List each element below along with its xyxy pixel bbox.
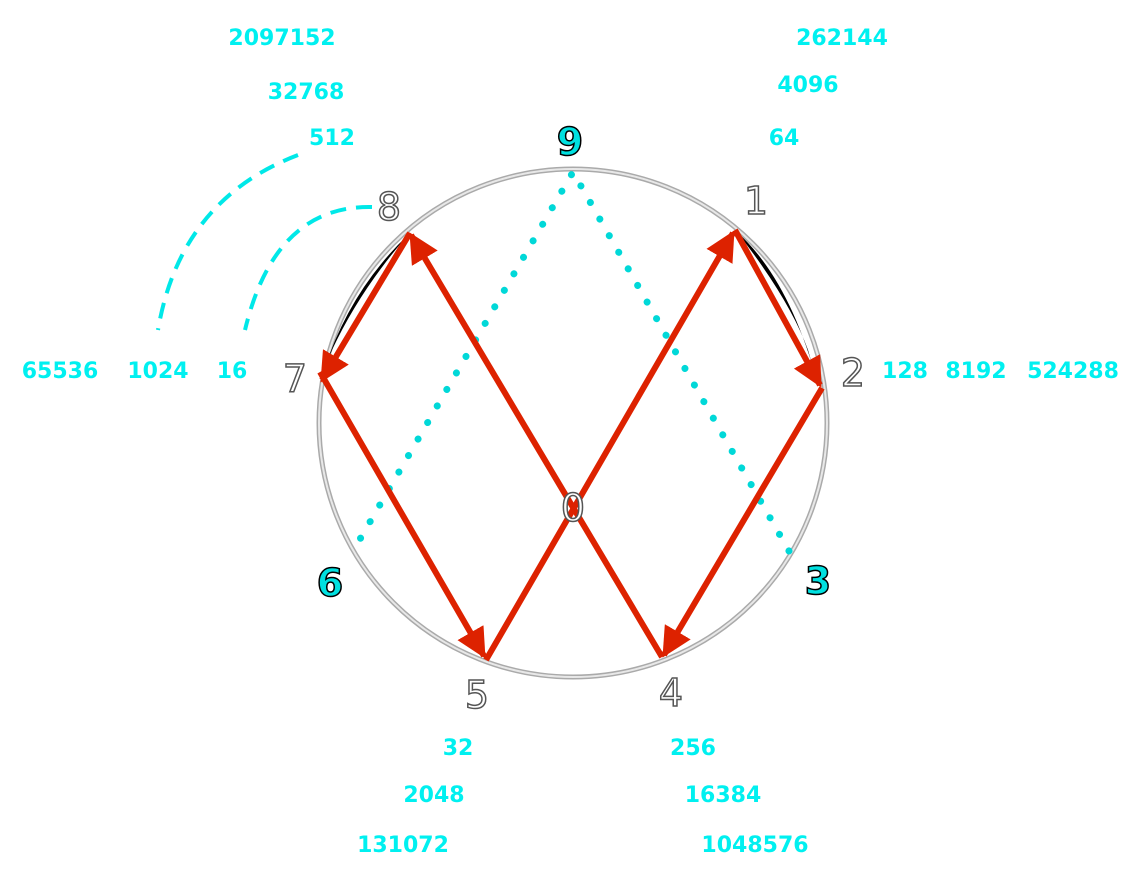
node-label-3: 3 [805,559,831,603]
node-label-1: 1 [744,179,768,223]
arrow-5-to-1 [483,230,736,662]
power-label: 64 [769,126,800,151]
node-label-8: 8 [377,185,401,229]
power-label: 32 [443,736,474,761]
dashed-arc-512-1024 [156,153,299,331]
power-label: 131072 [357,833,449,858]
node-label-2: 2 [841,351,865,395]
power-label: 2048 [403,783,464,808]
power-label: 512 [309,126,355,151]
power-label: 2097152 [228,26,335,51]
power-label: 1048576 [701,833,808,858]
power-label: 65536 [22,359,99,384]
power-label: 4096 [777,73,838,98]
power-label: 128 [882,359,928,384]
node-label-0: 0 [561,486,585,530]
node-label-7: 7 [283,357,307,401]
arrow-7-to-5 [317,370,487,659]
dashed-arc-8-16 [243,204,373,331]
dotted-path-3-9-6 [352,164,793,555]
arrow-2-to-4 [661,386,825,658]
power-label: 1024 [127,359,188,384]
main-circle [316,166,830,680]
power-label: 8192 [945,359,1006,384]
node-label-9: 9 [557,120,583,164]
node-label-6: 6 [317,561,343,605]
node-label-5: 5 [465,673,489,717]
power-label: 32768 [268,80,345,105]
arrow-8-to-7 [319,231,413,383]
power-label: 262144 [796,26,888,51]
power-label: 16 [217,359,248,384]
power-label: 256 [670,736,716,761]
arrow-4-to-8 [408,232,665,659]
power-label: 524288 [1027,359,1119,384]
power-label: 16384 [685,783,762,808]
arrow-1-to-2 [732,228,823,388]
node-label-4: 4 [659,671,683,715]
